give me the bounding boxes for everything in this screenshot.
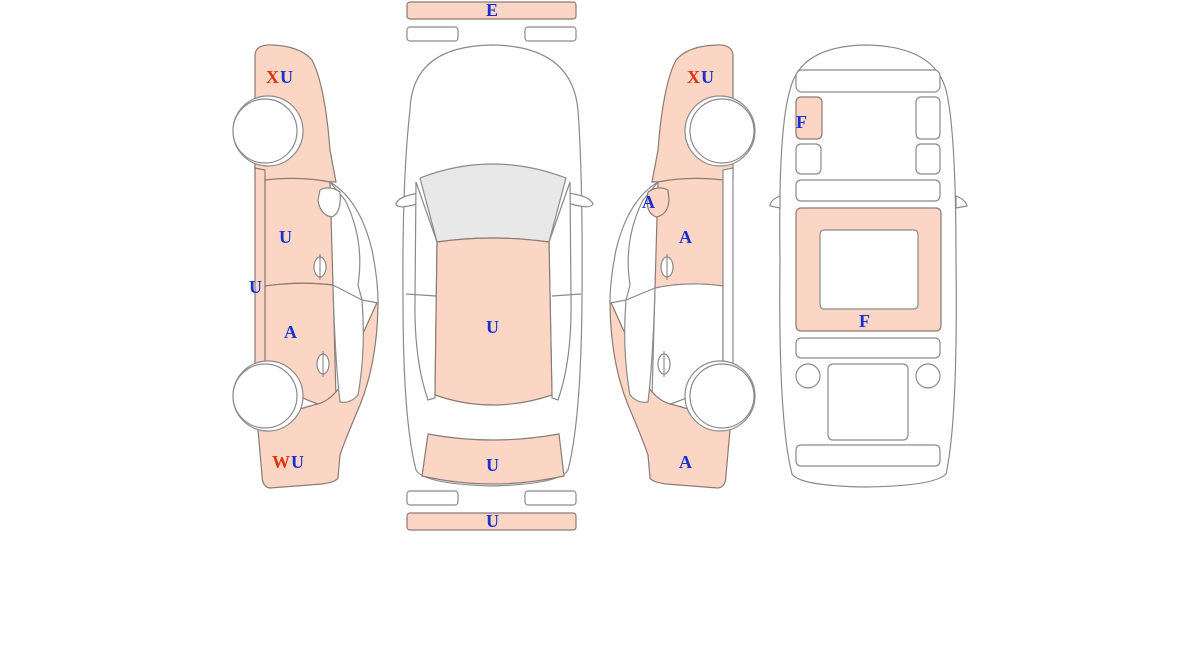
- interior-right-mirror: [955, 195, 968, 209]
- right-rocker-panel[interactable]: [722, 167, 734, 373]
- front-bumper-code: E: [486, 0, 498, 20]
- left-rear-quarter-code-u: U: [291, 452, 304, 472]
- right-side-strip-top: [548, 181, 572, 401]
- left-front-fender-code-x: X: [266, 67, 279, 87]
- left-rocker-panel[interactable]: [254, 167, 266, 373]
- left-rear-wheel-inner: [232, 363, 298, 429]
- roof-panel[interactable]: [434, 237, 553, 406]
- rear-right-light: [524, 490, 577, 506]
- interior-view: F F: [769, 44, 968, 488]
- right-side-view: X U A A A: [609, 44, 756, 489]
- dashboard: [795, 69, 941, 93]
- left-front-fender-code-u: U: [280, 67, 293, 87]
- tailgate[interactable]: [421, 433, 565, 485]
- rear-bumper[interactable]: [406, 512, 577, 531]
- top-right-mirror: [567, 192, 594, 208]
- rear-left-light: [406, 490, 459, 506]
- front-left-seat-base: [795, 143, 822, 175]
- top-view: E U U U: [395, 0, 594, 531]
- right-rear-window-frame: [624, 287, 656, 403]
- interior-floor-inner: [819, 229, 919, 310]
- left-front-wheel-inner: [232, 98, 298, 164]
- left-mirror[interactable]: [317, 187, 341, 218]
- front-right-seat-base: [915, 143, 941, 175]
- left-rear-quarter-code-w: W: [272, 452, 290, 472]
- right-rear-quarter-code: A: [679, 452, 692, 472]
- right-rear-wheel-inner: [689, 363, 755, 429]
- rear-shelf: [795, 444, 941, 467]
- right-front-door-code: A: [679, 227, 692, 247]
- right-front-fender-code-u: U: [701, 67, 714, 87]
- left-front-door-code: U: [279, 227, 292, 247]
- top-left-mirror: [395, 192, 421, 208]
- interior-floor-code: F: [859, 311, 870, 331]
- front-left-seat-code: F: [796, 112, 807, 132]
- tailgate-code: U: [486, 455, 499, 475]
- front-right-light: [524, 26, 577, 42]
- rear-bumper-code: U: [486, 511, 499, 531]
- right-front-fender-code-x: X: [687, 67, 700, 87]
- right-front-wheel-inner: [689, 98, 755, 164]
- interior-left-mirror: [769, 195, 781, 209]
- front-left-light: [406, 26, 459, 42]
- left-rear-door-code: A: [284, 322, 297, 342]
- rear-bench: [795, 337, 941, 359]
- roof-code: U: [486, 317, 499, 337]
- rear-right-speaker: [915, 363, 941, 389]
- left-side-strip-top: [414, 181, 438, 401]
- left-rocker-code: U: [249, 277, 262, 297]
- left-rear-window-frame: [332, 284, 364, 403]
- front-right-seat: [915, 96, 941, 140]
- front-bumper[interactable]: [406, 1, 577, 20]
- right-mirror-code: A: [642, 192, 655, 212]
- right-mirror[interactable]: [646, 187, 670, 218]
- middle-bench: [795, 179, 941, 202]
- cargo-area: [827, 363, 909, 441]
- front-left-seat[interactable]: [795, 96, 823, 140]
- left-side-view: X U U U A W U: [232, 44, 379, 489]
- rear-left-speaker: [795, 363, 821, 389]
- windshield: [419, 163, 567, 243]
